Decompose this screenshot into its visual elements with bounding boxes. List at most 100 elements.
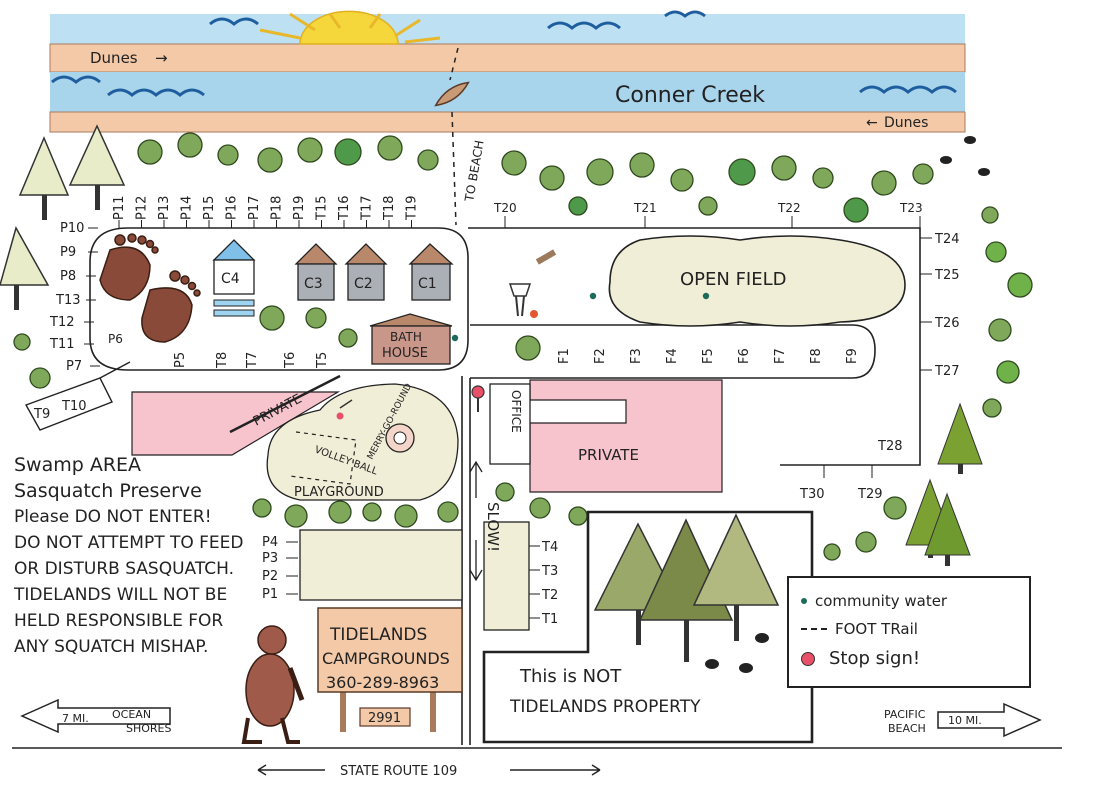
not-property-line2: TIDELANDS PROPERTY — [509, 697, 701, 717]
pine-tree-icon — [924, 492, 971, 566]
not-property-boundary — [482, 510, 814, 744]
bushes — [13, 132, 1033, 561]
site-label: T25 — [934, 268, 959, 283]
stop-sign-icon — [336, 399, 353, 420]
sasquatch-warning: Swamp AREA Sasquatch Preserve Please DO … — [14, 452, 264, 660]
playground-label: PLAYGROUND — [294, 485, 384, 500]
footprint-dots — [705, 136, 990, 673]
site-label: T21 — [633, 201, 657, 215]
foot-trail-icon — [801, 628, 827, 630]
pine-trees — [0, 124, 983, 662]
cabin-c2-label: C2 — [354, 276, 373, 292]
not-property-line1: This is NOT — [519, 666, 622, 687]
site-label: T28 — [877, 439, 902, 454]
dunes-label-top: Dunes — [90, 49, 138, 67]
warning-line: TIDELANDS WILL NOT BE — [14, 585, 228, 605]
site-label: T4 — [541, 540, 558, 555]
legend-item-stop: Stop sign! — [801, 648, 920, 669]
cabin-c1-label: C1 — [418, 276, 437, 292]
sasquatch-icon — [241, 625, 305, 744]
water-dot-icon — [801, 598, 807, 604]
site-label: F4 — [665, 348, 680, 364]
site-label: T5 — [315, 352, 330, 369]
pine-tree-icon — [68, 124, 126, 210]
slow-label: SLOW! — [484, 502, 502, 552]
t-sites-box — [483, 521, 530, 631]
private-area-right: PRIVATE — [529, 379, 723, 493]
site-label: P8 — [60, 269, 76, 284]
ocean-shores-line1: OCEAN — [112, 708, 151, 721]
p-left-labels: P10 P9 P8 T13 T12 T11 P7 P6 — [49, 221, 123, 374]
slow-arrows — [469, 460, 483, 582]
stop-sign-icon — [471, 385, 485, 412]
ocean-shores-line2: SHORES — [126, 722, 172, 735]
main-loop-road — [468, 227, 921, 466]
site-label: P13 — [157, 196, 172, 220]
warning-line: Sasquatch Preserve — [14, 480, 202, 502]
legend-item-water: community water — [801, 592, 947, 610]
water-dot-icon — [451, 334, 459, 342]
site-label: T23 — [899, 201, 923, 215]
entrance-road — [461, 376, 471, 745]
site-label: T13 — [55, 293, 80, 308]
cabin-c1: C1 — [408, 243, 454, 301]
site-label: P9 — [60, 245, 76, 260]
site-label: P6 — [108, 332, 123, 346]
site-label: P15 — [202, 196, 217, 220]
water-dot-icon — [702, 292, 710, 300]
warning-line: Please DO NOT ENTER! — [14, 507, 212, 527]
cabin-c3-label: C3 — [304, 276, 323, 292]
site-label: F7 — [773, 348, 788, 364]
site-label: T1 — [541, 612, 558, 627]
site-label: T8 — [215, 352, 230, 369]
site-label: T29 — [857, 487, 882, 502]
site-label: T17 — [360, 196, 375, 221]
pine-tree-icon — [692, 513, 780, 641]
site-label: P16 — [225, 196, 240, 220]
site-label: T19 — [405, 196, 420, 221]
sign-phone: 360-289-8963 — [326, 673, 439, 692]
warning-line: DO NOT ATTEMPT TO FEED — [14, 533, 244, 553]
bath-house: BATH HOUSE — [369, 313, 453, 365]
site-label: P5 — [173, 352, 188, 368]
site-label: P10 — [60, 221, 84, 236]
ocean-shores-miles: 7 MI. — [62, 712, 89, 725]
sign-line2: CAMPGROUNDS — [322, 649, 450, 668]
site-label: P4 — [262, 535, 278, 550]
site-label: F3 — [629, 348, 644, 364]
tent-front-labels: T4 T3 T2 T1 — [529, 540, 558, 627]
state-route-text: STATE ROUTE 109 — [340, 764, 457, 779]
site-label: T12 — [49, 315, 74, 330]
f-road — [470, 324, 876, 379]
p-front-labels: P4 P3 P2 P1 — [262, 535, 298, 602]
cabin-c3: C3 — [294, 243, 338, 301]
office-building: OFFICE — [489, 383, 531, 465]
site-label: P18 — [270, 196, 285, 220]
dunes-label-bottom: Dunes — [884, 115, 928, 131]
site-label: F5 — [701, 348, 716, 364]
ocean-shores-arrow: 7 MI. OCEAN SHORES — [20, 698, 172, 735]
site-label: T18 — [382, 196, 397, 221]
cabin-c4-label: C4 — [221, 271, 240, 287]
site-label: P1 — [262, 587, 278, 602]
warning-line: OR DISTURB SASQUATCH. — [14, 559, 235, 579]
pacific-beach-arrow: PACIFIC BEACH 10 MI. — [884, 702, 1042, 738]
water-dot-icon — [589, 292, 597, 300]
house-label: HOUSE — [382, 346, 428, 361]
site-label: P17 — [247, 196, 262, 220]
sign-line1: TIDELANDS — [329, 625, 427, 645]
foot-trail — [449, 47, 459, 226]
site-label: F9 — [845, 348, 860, 364]
cabin-c4: C4 — [212, 239, 256, 317]
site-label: F2 — [593, 348, 608, 364]
site-label: P3 — [262, 551, 278, 566]
t9-t10-site: T9 T10 — [24, 361, 131, 431]
site-label: T20 — [493, 201, 517, 215]
site-label: T10 — [61, 399, 86, 414]
open-field-label: OPEN FIELD — [680, 269, 787, 290]
site-label: T9 — [33, 407, 50, 422]
site-label: P2 — [262, 569, 278, 584]
